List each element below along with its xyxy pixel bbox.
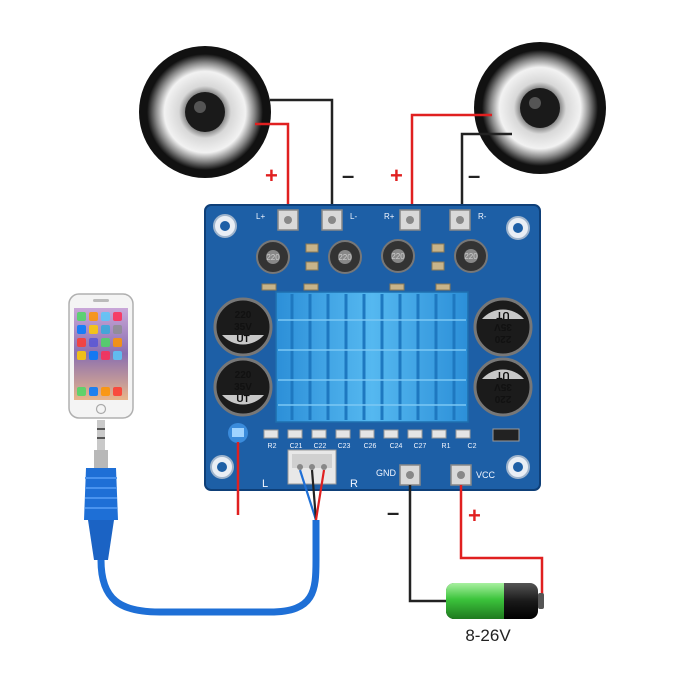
cap-text-4: 220	[235, 370, 252, 381]
cap-text-6: UT	[236, 394, 249, 405]
cap-text-10: 220	[494, 393, 511, 404]
gnd-label: GND	[376, 468, 397, 478]
capacitor-bottom-left	[213, 357, 273, 417]
heatsink	[275, 291, 469, 423]
svg-text:C21: C21	[290, 443, 303, 450]
vcc-label: VCC	[476, 470, 496, 480]
capacitor-top-right	[473, 297, 533, 357]
cap-text-3: UT	[236, 334, 249, 345]
capacitor-top-left	[213, 297, 273, 357]
terminal-label-r-plus: R+	[384, 212, 395, 221]
cap-text-7: 220	[494, 333, 511, 344]
audio-cable	[97, 520, 320, 616]
side-label-right: R	[350, 478, 358, 490]
smd-row	[263, 429, 471, 439]
mounting-holes	[210, 214, 530, 479]
cap-text-12: UT	[496, 369, 509, 380]
terminal-label-l-plus: L+	[256, 212, 265, 221]
supply-voltage-label: 8-26V	[465, 626, 511, 645]
svg-text:C26: C26	[364, 443, 377, 450]
left-plus-label: +	[265, 163, 278, 188]
inductor-mark: 220	[266, 253, 280, 262]
right-speaker-icon	[474, 42, 606, 174]
svg-text:C27: C27	[414, 443, 427, 450]
terminal-label-r-minus: R-	[478, 212, 487, 221]
smartphone-icon	[68, 293, 134, 419]
right-minus-label: –	[468, 163, 480, 188]
speaker-terminals	[277, 209, 471, 231]
vcc-plus-label: +	[468, 503, 481, 528]
svg-text:R1: R1	[442, 443, 451, 450]
input-signal-wires	[298, 469, 326, 521]
svg-text:C2: C2	[468, 443, 477, 450]
smd-chip	[492, 428, 520, 442]
svg-text:R2: R2	[268, 443, 277, 450]
cap-text-5: 35V	[234, 382, 252, 393]
inductor-mark: 220	[338, 253, 352, 262]
svg-text:C24: C24	[390, 443, 403, 450]
svg-text:C23: C23	[338, 443, 351, 450]
side-label-left: L	[262, 478, 268, 490]
inductor-mark: 220	[464, 252, 478, 261]
cap-text-1: 220	[235, 310, 252, 321]
silkscreen-bottom-row: R2 C21 C22 C23 C26 C24 C27 R1 C2	[268, 443, 477, 450]
audio-jack-icon	[84, 420, 118, 560]
cap-text-9: UT	[496, 309, 509, 320]
svg-text:C22: C22	[314, 443, 327, 450]
gnd-minus-label: –	[387, 500, 399, 525]
battery-icon	[446, 583, 544, 619]
capacitor-bottom-right	[473, 357, 533, 417]
cap-text-2: 35V	[234, 322, 252, 333]
speaker-wires	[255, 98, 512, 214]
left-speaker-icon	[139, 46, 271, 178]
cap-text-8: 35V	[494, 321, 512, 332]
terminal-label-l-minus: L-	[350, 212, 357, 221]
left-minus-label: –	[342, 163, 354, 188]
inductor-mark: 220	[391, 252, 405, 261]
right-plus-label: +	[390, 163, 403, 188]
power-led-icon	[228, 423, 248, 443]
cap-text-11: 35V	[494, 381, 512, 392]
